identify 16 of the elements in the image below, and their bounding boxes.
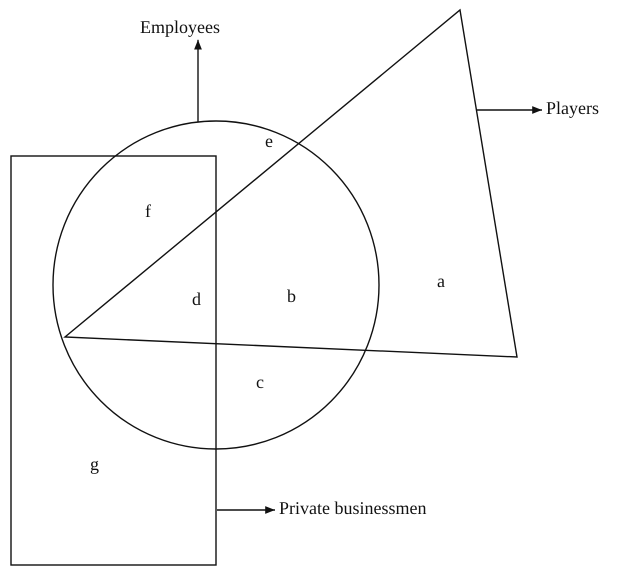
- region-letter: g: [90, 455, 99, 473]
- set-label: Private businessmen: [279, 499, 426, 519]
- set-label: Employees: [140, 18, 220, 38]
- circle-outline: [52, 120, 380, 450]
- arrow: [477, 106, 542, 114]
- region-letter: d: [192, 290, 201, 308]
- region-letter: c: [256, 373, 264, 391]
- triangle-outline: [64, 9, 519, 359]
- region-letter: e: [265, 132, 273, 150]
- region-letter: b: [287, 287, 296, 305]
- rectangle-outline: [10, 155, 217, 566]
- arrow: [217, 506, 275, 514]
- region-letter: a: [437, 272, 445, 290]
- region-letter: f: [145, 202, 151, 220]
- set-label: Players: [546, 99, 599, 119]
- arrow: [194, 40, 202, 122]
